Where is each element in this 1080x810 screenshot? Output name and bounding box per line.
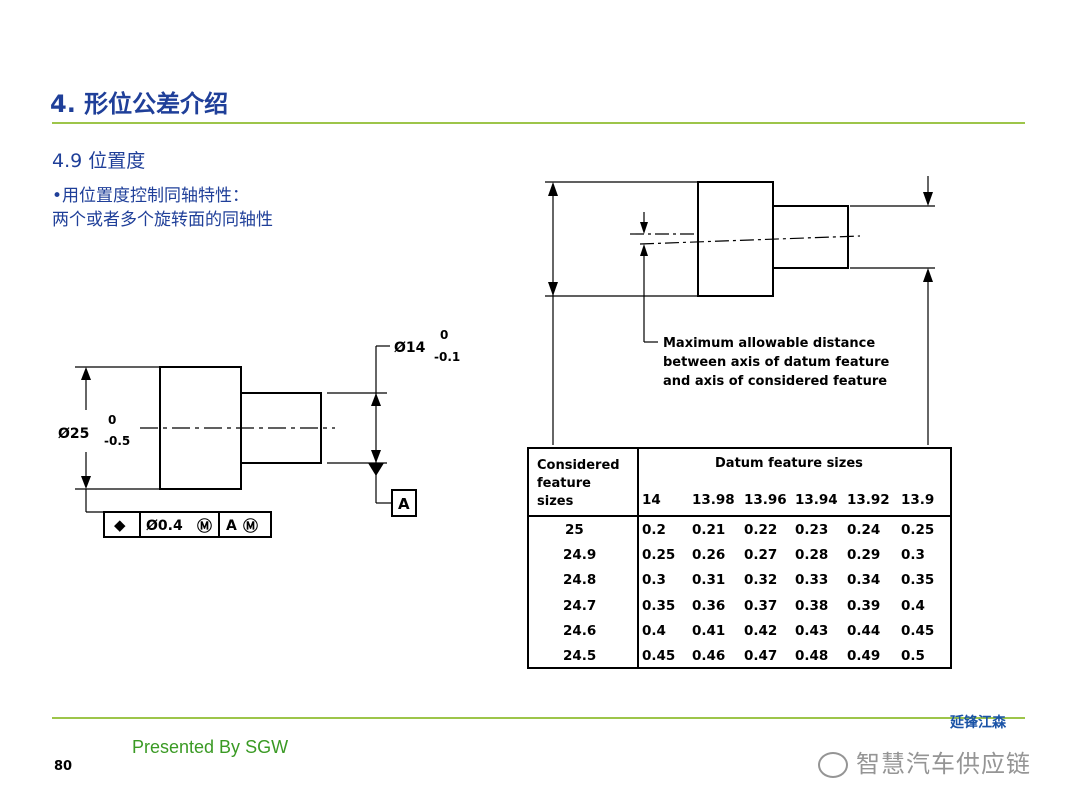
footer-text: Presented By SGW xyxy=(132,737,289,757)
datum-size-header: 14 xyxy=(642,492,661,508)
table-cell: 0.41 xyxy=(692,622,726,639)
table-cell: 0.21 xyxy=(692,522,726,538)
table-cell: 0.49 xyxy=(847,648,881,664)
table-cell: 0.42 xyxy=(744,622,778,639)
table-cell: 0.29 xyxy=(847,547,881,564)
table-cell: 0.5 xyxy=(901,648,925,664)
slide-title: 4. 形位公差介绍 xyxy=(50,90,229,118)
table-cell: 0.25 xyxy=(642,547,676,564)
dim-large-tol-lower: -0.5 xyxy=(104,434,130,448)
page-number: 80 xyxy=(54,759,73,774)
datum-label: A xyxy=(398,495,410,513)
table-cell: 0.33 xyxy=(795,572,829,589)
table-cell: 0.31 xyxy=(692,572,726,589)
table-cell: 0.23 xyxy=(795,522,829,538)
table-cell: 0.3 xyxy=(901,547,925,564)
feature-size-cell: 24.6 xyxy=(563,622,597,639)
table-cell: 0.32 xyxy=(744,572,778,589)
section-subtitle: 4.9 位置度 xyxy=(52,150,146,172)
table-cell: 0.28 xyxy=(795,547,829,564)
feature-size-cell: 24.8 xyxy=(563,572,597,589)
dim-large-label: Ø25 xyxy=(58,426,89,442)
table-cell: 0.2 xyxy=(642,522,666,538)
large-cylinder-right xyxy=(697,181,774,297)
table-cell: 0.35 xyxy=(642,597,676,614)
table-cell: 0.39 xyxy=(847,597,881,614)
note-line-2: between axis of datum feature xyxy=(663,355,889,370)
table-cell: 0.22 xyxy=(744,522,778,538)
datum-size-header: 13.9 xyxy=(901,492,935,508)
table-cell: 0.3 xyxy=(642,572,666,589)
table-cell: 0.47 xyxy=(744,648,778,664)
company-logo: 延锋江森 xyxy=(950,715,1006,731)
fcf-modifier-icon: Ⓜ xyxy=(197,517,212,535)
footer-divider xyxy=(52,717,1025,719)
small-cylinder-right xyxy=(772,205,849,269)
table-cell: 0.45 xyxy=(901,622,935,639)
table-cell: 0.4 xyxy=(642,622,666,639)
table-horizontal-divider xyxy=(529,515,950,517)
table-cell: 0.48 xyxy=(795,648,829,664)
position-symbol-icon: ◆ xyxy=(114,516,126,534)
table-cell: 0.37 xyxy=(744,597,778,614)
table-cell: 0.4 xyxy=(901,597,925,614)
fcf-tolerance: Ø0.4 xyxy=(146,518,183,534)
table-cell: 0.25 xyxy=(901,522,935,538)
row-header-line-2: feature xyxy=(537,476,591,491)
fcf-datum: A xyxy=(226,518,237,534)
note-line-3: and axis of considered feature xyxy=(663,374,887,389)
feature-size-cell: 24.9 xyxy=(563,547,597,564)
fcf-datum-modifier-icon: Ⓜ xyxy=(243,517,258,535)
tolerance-table: Considered feature sizes Datum feature s… xyxy=(527,447,952,669)
dim-small-tol-upper: 0 xyxy=(440,328,448,342)
bullet-line-1: •用位置度控制同轴特性： xyxy=(52,186,250,206)
datum-size-header: 13.94 xyxy=(795,492,838,508)
title-divider xyxy=(52,122,1025,124)
table-cell: 0.27 xyxy=(744,547,778,564)
feature-size-cell: 25 xyxy=(565,522,584,538)
table-cell: 0.43 xyxy=(795,622,829,639)
table-cell: 0.44 xyxy=(847,622,881,639)
table-cell: 0.24 xyxy=(847,522,881,538)
dim-small-label: Ø14 xyxy=(394,340,426,356)
row-header-line-3: sizes xyxy=(537,494,574,509)
datum-size-header: 13.96 xyxy=(744,492,787,508)
bullet-line-2: 两个或者多个旋转面的同轴性 xyxy=(52,210,273,230)
col-header: Datum feature sizes xyxy=(715,456,863,471)
note-line-1: Maximum allowable distance xyxy=(663,336,875,351)
dim-small-tol-lower: -0.1 xyxy=(434,350,460,364)
datum-size-header: 13.98 xyxy=(692,492,735,508)
wechat-icon xyxy=(818,752,848,778)
row-header-line-1: Considered xyxy=(537,458,620,473)
table-cell: 0.35 xyxy=(901,572,935,589)
dim-large-tol-upper: 0 xyxy=(108,413,116,427)
watermark-text: 智慧汽车供应链 xyxy=(856,750,1031,778)
table-cell: 0.38 xyxy=(795,597,829,614)
datum-size-header: 13.92 xyxy=(847,492,890,508)
row-header: Considered feature sizes xyxy=(537,457,620,511)
table-vertical-divider xyxy=(637,449,639,667)
feature-size-cell: 24.5 xyxy=(563,648,597,664)
watermark: 智慧汽车供应链 xyxy=(818,744,1031,779)
table-cell: 0.46 xyxy=(692,648,726,664)
table-cell: 0.26 xyxy=(692,547,726,564)
table-cell: 0.36 xyxy=(692,597,726,614)
table-cell: 0.34 xyxy=(847,572,881,589)
feature-size-cell: 24.7 xyxy=(563,597,597,614)
bullet-text: •用位置度控制同轴特性： 两个或者多个旋转面的同轴性 xyxy=(52,184,273,232)
table-cell: 0.45 xyxy=(642,648,676,664)
